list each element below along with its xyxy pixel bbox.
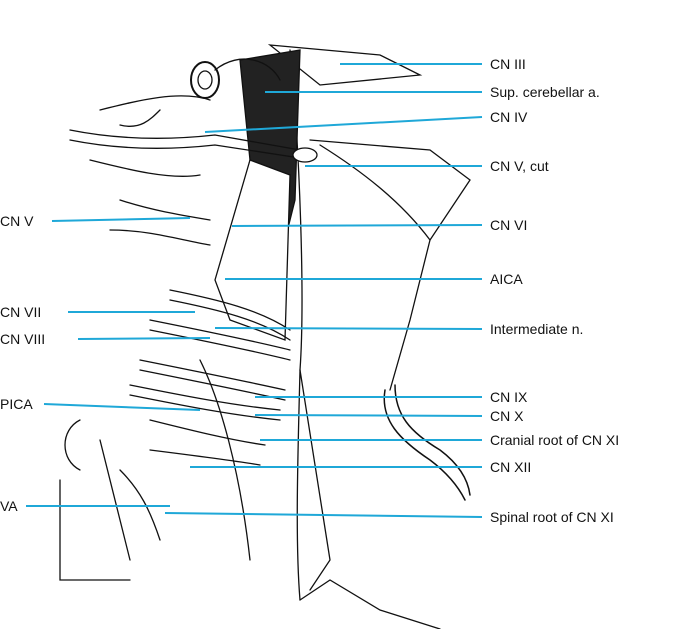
label-cn-vii: CN VII xyxy=(0,304,42,320)
leader-pica xyxy=(43,403,201,411)
label-cn-iii: CN III xyxy=(490,56,526,72)
label-cn-ix: CN IX xyxy=(490,389,528,405)
leader-cn-viii xyxy=(77,337,211,340)
label-sup-cerebellar-a: Sup. cerebellar a. xyxy=(490,84,600,100)
leader-cn-v xyxy=(51,217,191,222)
leader-cn-x xyxy=(254,414,483,417)
label-spinal-root-cn-xi: Spinal root of CN XI xyxy=(490,509,614,525)
label-va: VA xyxy=(0,498,18,514)
leader-lines xyxy=(26,63,483,518)
leader-intermediate-n xyxy=(214,327,483,330)
label-cn-xii: CN XII xyxy=(490,459,532,475)
leader-spinal-root-cn-xi xyxy=(164,512,483,518)
leader-cn-vi xyxy=(231,224,483,227)
label-cn-x: CN X xyxy=(490,408,524,424)
label-aica: AICA xyxy=(490,271,523,287)
label-cn-v-cut: CN V, cut xyxy=(490,158,549,174)
label-cn-v: CN V xyxy=(0,213,34,229)
label-cranial-root-cn-xi: Cranial root of CN XI xyxy=(490,432,620,448)
leader-cn-iv xyxy=(204,116,483,133)
label-cn-viii: CN VIII xyxy=(0,331,46,347)
label-pica: PICA xyxy=(0,396,33,412)
label-intermediate-n: Intermediate n. xyxy=(490,321,584,337)
label-cn-iv: CN IV xyxy=(490,109,528,125)
label-cn-vi: CN VI xyxy=(490,217,528,233)
line-art xyxy=(59,44,471,629)
